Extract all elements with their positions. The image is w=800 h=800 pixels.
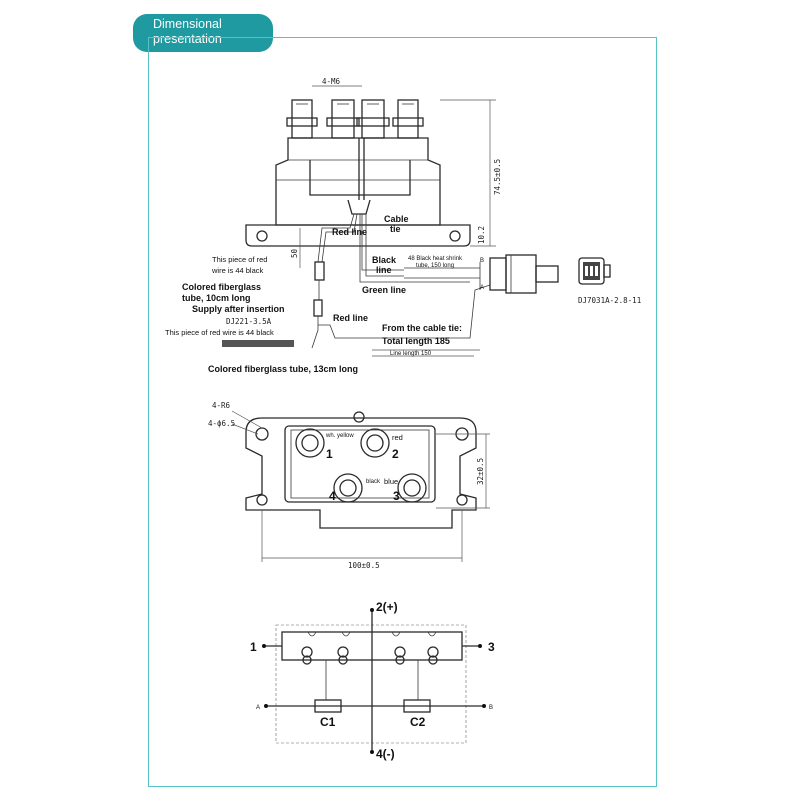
schematic-terminal-2: 2(+) bbox=[376, 600, 398, 614]
width-dim: 100±0.5 bbox=[348, 561, 380, 570]
red-line-bottom-label: Red line bbox=[333, 313, 368, 323]
bolt-spec-label: 4-M6 bbox=[322, 77, 341, 86]
dj221-label: DJ221-3.5A bbox=[226, 317, 272, 326]
cable-tie-label-1: Cable bbox=[384, 214, 409, 224]
from-cable-tie-label: From the cable tie: bbox=[382, 323, 462, 333]
connector-part-label: DJ7031A-2.8-11 bbox=[578, 296, 641, 305]
height-dim: 74.5±0.5 bbox=[493, 159, 502, 195]
total-length-label: Total length 185 bbox=[382, 336, 450, 346]
terminal-bolts bbox=[286, 99, 424, 139]
schematic: 1 3 2(+) 4(-) A B C1 C2 bbox=[250, 600, 495, 761]
fiberglass-13cm-label: Colored fiberglass tube, 13cm long bbox=[208, 364, 358, 374]
cable-tie-label-2: tie bbox=[390, 224, 401, 234]
side-view: 4-M6 74.5±0.5 10.2 50 bbox=[165, 77, 641, 374]
terminal-4-color: black bbox=[366, 479, 381, 485]
fiberglass-10cm-label-1: Colored fiberglass bbox=[182, 282, 261, 292]
connector-body: B A bbox=[480, 254, 559, 294]
wires bbox=[311, 213, 491, 357]
terminal-2-number: 2 bbox=[392, 447, 399, 461]
green-line-label: Green line bbox=[362, 285, 406, 295]
blurred-text-block bbox=[222, 340, 294, 347]
tab-title-line1: Dimensional bbox=[153, 17, 222, 31]
supply-after-insertion-label: Supply after insertion bbox=[192, 304, 285, 314]
schematic-terminal-1: 1 bbox=[250, 640, 257, 654]
coil-c2 bbox=[403, 699, 431, 713]
red-wire-note-1: This piece of red bbox=[212, 255, 267, 264]
terminal-4: black 4 bbox=[329, 473, 381, 503]
height-dim-top: 32±0.5 bbox=[476, 458, 485, 485]
terminal-1-color: wh. yellow bbox=[325, 433, 354, 439]
terminal-2-color: red bbox=[392, 433, 403, 442]
wire-a-label: A bbox=[480, 285, 484, 291]
terminal-4-number: 4 bbox=[329, 489, 336, 503]
black-line-label-2: line bbox=[376, 265, 392, 275]
hole-diameter-label: 4-ϕ6.5 bbox=[208, 419, 235, 428]
terminal-3-number: 3 bbox=[393, 489, 400, 503]
terminal-1-number: 1 bbox=[326, 447, 333, 461]
content-frame bbox=[148, 37, 657, 787]
terminal-3: blue 3 bbox=[384, 473, 427, 503]
connector-face: DJ7031A-2.8-11 bbox=[578, 257, 641, 305]
coil-c1 bbox=[314, 699, 342, 713]
schematic-terminal-4: 4(-) bbox=[376, 747, 395, 761]
terminal-3-color: blue bbox=[384, 477, 398, 486]
line-length-label: Line length 150 bbox=[390, 351, 432, 357]
wire-length-dim: 50 bbox=[290, 248, 299, 258]
coil-c1-label: C1 bbox=[320, 715, 336, 729]
coil-c2-label: C2 bbox=[410, 715, 426, 729]
red-wire-note-2: wire is 44 black bbox=[211, 266, 264, 275]
terminal-2: red 2 bbox=[360, 428, 403, 461]
radius-label: 4-R6 bbox=[212, 401, 231, 410]
section-tab: Dimensional presentation bbox=[133, 14, 273, 52]
tab-title-line2: presentation bbox=[153, 32, 222, 46]
fiberglass-10cm-label-2: tube, 10cm long bbox=[182, 293, 251, 303]
base-thickness-dim: 10.2 bbox=[477, 226, 486, 244]
top-view: wh. yellow 1 red 2 black 4 blue 3 4-R6 4… bbox=[208, 401, 490, 570]
black-line-label-1: Black bbox=[372, 255, 397, 265]
heat-shrink-label-1: 48 Black heat shrink bbox=[408, 256, 463, 262]
terminal-1: wh. yellow 1 bbox=[295, 428, 354, 461]
heat-shrink-label-2: tube, 150 long bbox=[416, 263, 454, 269]
node-a-label: A bbox=[256, 705, 260, 711]
wire-b-label: B bbox=[480, 258, 484, 264]
red-line-top-label: Red line bbox=[332, 227, 367, 237]
node-b-label: B bbox=[489, 705, 493, 711]
schematic-terminal-3: 3 bbox=[488, 640, 495, 654]
red-wire-note-3: This piece of red wire is 44 black bbox=[165, 328, 274, 337]
